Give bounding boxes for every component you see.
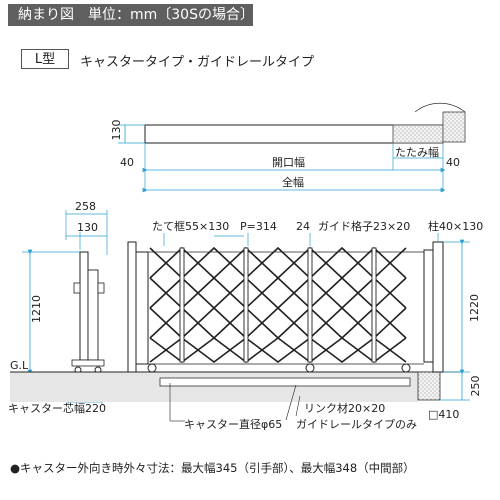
ground-level-label: G.L <box>10 359 29 372</box>
plan-height-130: 130 <box>110 120 123 141</box>
side-width-130: 130 <box>77 221 98 234</box>
post-size-label: 柱40×130 <box>428 219 483 233</box>
ground-left <box>10 372 118 402</box>
caster-center-width: キャスター芯幅220 <box>8 401 106 415</box>
guide-rail <box>159 377 411 387</box>
pitch-label: P=314 <box>240 220 277 233</box>
plan-right-40: 40 <box>446 156 460 169</box>
gap-24-label: 24 <box>296 220 310 233</box>
side-width-258: 258 <box>75 200 96 213</box>
guide-rail-only-label: ガイドレールタイプのみ <box>296 418 417 431</box>
fold-width-label: たたみ幅 <box>395 146 439 159</box>
plan-left-40: 40 <box>120 156 134 169</box>
front-depth-250: 250 <box>469 376 482 397</box>
total-width-label: 全幅 <box>282 175 304 189</box>
foundation-size-label: □410 <box>428 408 459 421</box>
side-height-1210: 1210 <box>30 295 43 323</box>
post-foundation <box>417 371 441 401</box>
opening-width-label: 開口幅 <box>272 156 305 169</box>
ground-front <box>118 372 418 402</box>
type-description: キャスタータイプ・ガイドレールタイプ <box>80 55 315 70</box>
frame-size-label: たて框55×130 <box>152 220 229 233</box>
plan-view <box>118 102 466 193</box>
footnote: ●キャスター外向き時外々寸法：最大幅345（引手部）、最大幅348（中間部） <box>10 461 415 475</box>
type-tag: L型 <box>21 49 69 69</box>
front-height-1220: 1220 <box>468 294 481 322</box>
front-view <box>127 233 470 422</box>
link-member-label: リンク材20×20 <box>304 401 385 415</box>
guide-lattice-label: ガイド格子23×20 <box>318 219 410 233</box>
caster-diameter-label: キャスター直径φ65 <box>184 417 282 431</box>
page-title: 納まり図 単位：mm〔30Sの場合〕 <box>8 4 254 26</box>
